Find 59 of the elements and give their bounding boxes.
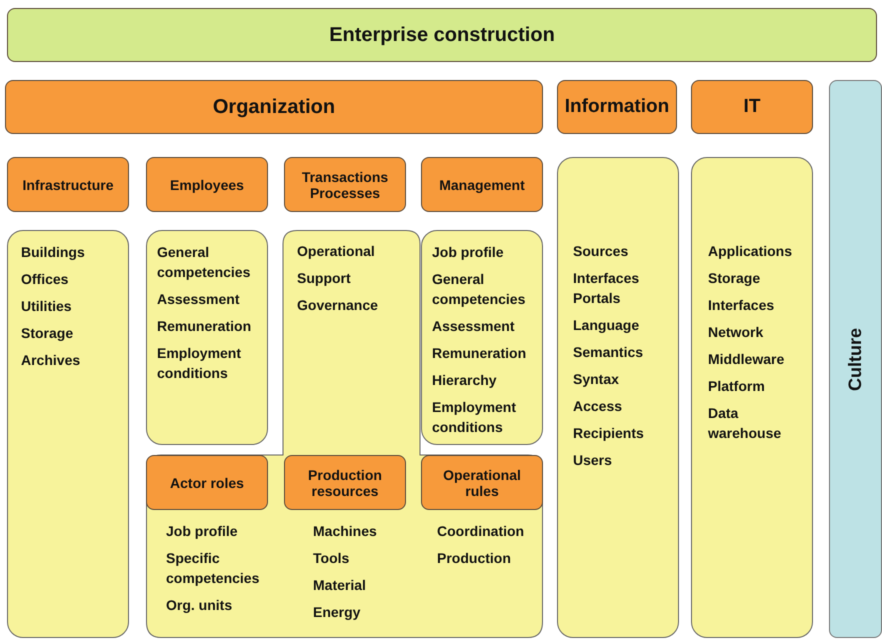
list-item: Hierarchy [432,371,498,390]
list-item: Syntax [573,370,620,389]
list-item: Machines [313,522,378,541]
header-box: IT [691,80,813,134]
list-panel [421,230,543,445]
list-panel [691,157,813,638]
header-box: Operational rules [421,455,543,510]
list-item: Data warehouse [708,404,782,443]
list-item: Utilities [21,297,73,316]
side-band: Culture [829,80,882,638]
list-item: Tools [313,549,350,568]
list-item: Job profile [432,243,505,262]
list-item: Energy [313,603,362,622]
list-item: Assessment [432,317,516,336]
list-item: Employment conditions [432,398,518,437]
list-item: Access [573,397,624,416]
list-item: Specific competencies [166,549,260,588]
list-item: Material [313,576,367,595]
header-box: Information [557,80,677,134]
list-item: Org. units [166,596,234,615]
list-item: General competencies [157,243,252,282]
list-item: Semantics [573,343,644,362]
list-item: Platform [708,377,766,396]
header-box: Employees [146,157,268,212]
list-item: General competencies [432,270,526,309]
list-item: Offices [21,270,70,289]
list-item: Assessment [157,290,240,309]
header-box: Infrastructure [7,157,129,212]
list-item: Storage [21,324,74,343]
header-box: Enterprise construction [7,8,877,62]
list-item: Operational [297,242,376,261]
header-box: Production resources [284,455,406,510]
list-item: Remuneration [157,317,252,336]
list-item: Support [297,269,352,288]
list-panel [557,157,679,638]
list-item: Sources [573,242,630,261]
list-item: Production [437,549,512,568]
header-box: Management [421,157,543,212]
list-item: Job profile [166,522,239,541]
header-box: Transactions Processes [284,157,406,212]
list-item: Buildings [21,243,86,262]
list-item: Interfaces Portals [573,269,640,308]
list-item: Recipients [573,424,645,443]
list-panel [146,230,268,445]
list-item: Storage [708,269,762,288]
list-item: Employment conditions [157,344,242,383]
list-item: Governance [297,296,379,315]
header-box: Actor roles [146,455,268,510]
list-item: Interfaces [708,296,776,315]
list-panel [7,230,129,638]
list-item: Users [573,451,613,470]
list-item: Archives [21,351,82,370]
list-item: Network [708,323,764,342]
list-item: Language [573,316,640,335]
list-item: Middleware [708,350,786,369]
header-box: Organization [5,80,543,134]
list-item: Coordination [437,522,526,541]
list-item: Remuneration [432,344,528,363]
list-item: Applications [708,242,794,261]
